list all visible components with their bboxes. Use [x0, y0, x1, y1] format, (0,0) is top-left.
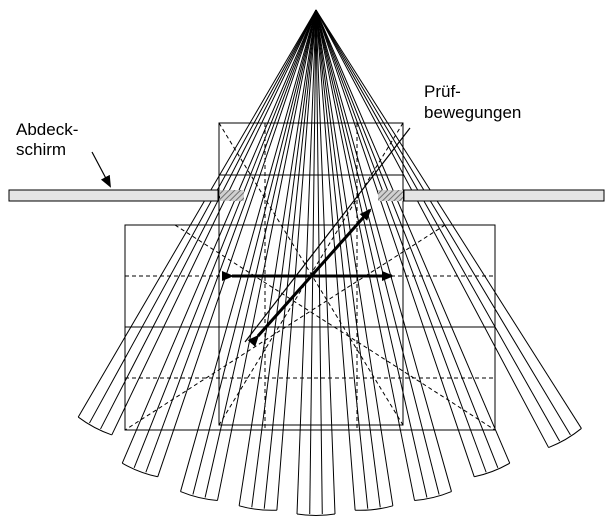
test-pointer — [244, 127, 411, 343]
beam-3 — [180, 9, 317, 501]
beam-fan — [77, 9, 582, 516]
shield-slot-right — [378, 190, 403, 201]
test-movement-arrows — [222, 208, 394, 347]
beam-5 — [296, 9, 336, 516]
diagonal-double-arrow — [247, 208, 372, 347]
shield-label-line1: Abdeck- — [16, 120, 78, 139]
beam-1 — [77, 9, 317, 436]
shield-bar-left — [8, 189, 219, 202]
beam-6 — [315, 9, 394, 511]
shield — [8, 189, 605, 202]
beam-8 — [315, 9, 511, 478]
beam-2 — [121, 9, 317, 478]
shield-bar-right — [403, 189, 605, 202]
test-label-line1: Prüf- — [424, 82, 461, 101]
shield-slot-left — [220, 190, 244, 201]
label-pointers — [91, 127, 411, 343]
beam-9 — [315, 9, 582, 449]
shield-pointer — [91, 151, 111, 188]
test-label-line2: bewegungen — [424, 103, 521, 122]
shield-label-line2: schirm — [16, 140, 66, 159]
